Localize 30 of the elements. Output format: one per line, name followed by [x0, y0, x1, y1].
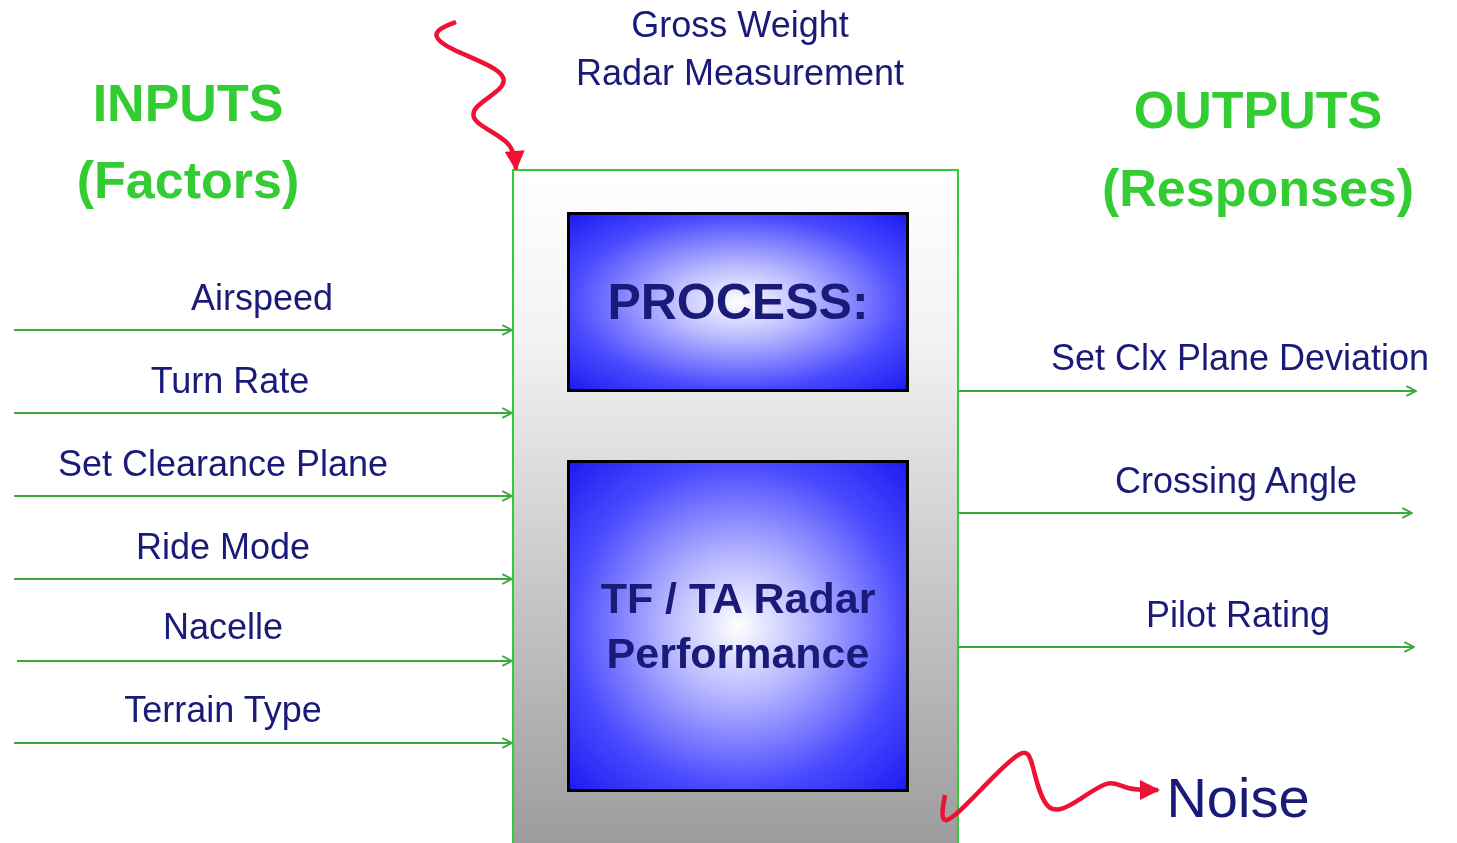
edge-label: Turn Rate: [150, 360, 310, 402]
edge-label: Terrain Type: [124, 689, 322, 731]
edge-label: Nacelle: [162, 606, 284, 648]
arrow: [14, 573, 513, 585]
arrow: [14, 407, 513, 419]
heading: (Responses): [1101, 159, 1415, 219]
wavy-arrow: [940, 750, 1160, 823]
process-box: PROCESS:: [567, 212, 909, 392]
arrow: [14, 490, 513, 502]
arrow: [14, 737, 513, 749]
text-label: Radar Measurement: [575, 52, 905, 94]
heading: INPUTS: [92, 74, 284, 134]
process-box: TF / TA Radar Performance: [567, 460, 909, 792]
heading: (Factors): [76, 151, 300, 211]
edge-label: Set Clx Plane Deviation: [1050, 337, 1430, 379]
edge-label: Airspeed: [190, 277, 334, 319]
wavy-arrow: [434, 19, 525, 171]
edge-label: Set Clearance Plane: [57, 443, 389, 485]
arrow: [959, 385, 1417, 397]
output-label: Noise: [1158, 764, 1318, 832]
arrow: [959, 507, 1413, 519]
heading: OUTPUTS: [1133, 81, 1383, 141]
arrow: [959, 641, 1415, 653]
text-label: Gross Weight: [631, 4, 849, 46]
arrow: [17, 655, 513, 667]
process-panel: [512, 169, 959, 843]
arrow: [14, 324, 513, 336]
edge-label: Pilot Rating: [1145, 594, 1331, 636]
edge-label: Ride Mode: [135, 526, 311, 568]
edge-label: Crossing Angle: [1114, 460, 1358, 502]
